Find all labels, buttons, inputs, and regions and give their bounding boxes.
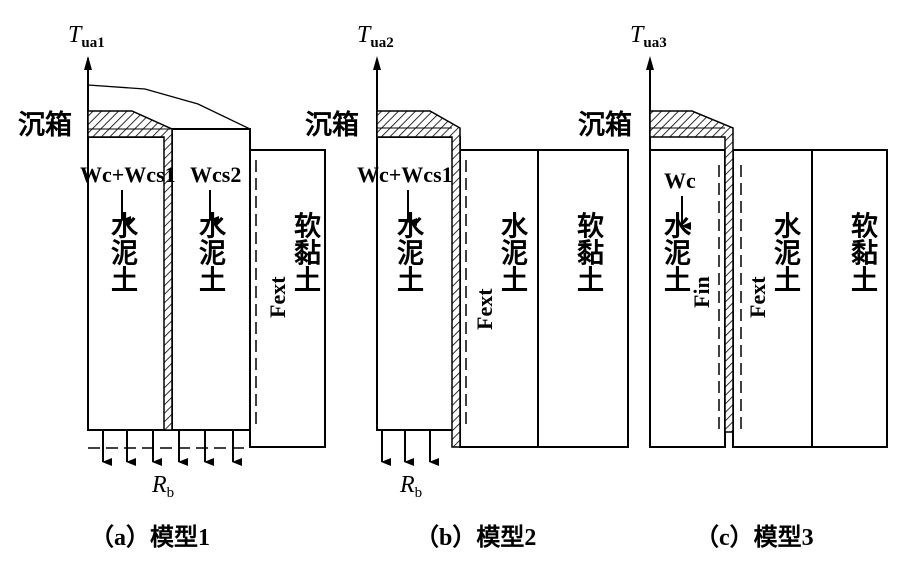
rb-label: Rb	[399, 472, 422, 501]
base-reaction-arrows	[381, 430, 439, 466]
caisson-label: 沉箱	[305, 109, 359, 140]
cement-soil-block-outer	[459, 149, 539, 448]
caisson-wall	[649, 110, 734, 433]
model-1-panel: Tua1 沉箱 Wc+Wcs1 Wcs2 水泥土 水泥土 软黏土 Fext Rb…	[18, 22, 326, 551]
load-label: Wc	[664, 168, 696, 193]
fext-label: Fext	[745, 276, 770, 318]
axis-arrow-icon	[84, 56, 92, 70]
caisson-label: 沉箱	[18, 109, 72, 140]
soft-clay-block	[811, 149, 888, 448]
base-reaction-arrows	[102, 430, 242, 466]
caisson-wall	[87, 110, 173, 431]
cement-soil-label: 水泥土	[393, 211, 424, 292]
axis-arrow-icon	[373, 56, 381, 70]
cement-soil-label: 水泥土	[660, 211, 691, 292]
axis-arrow-icon	[646, 56, 654, 70]
cement-soil-label: 水泥土	[107, 211, 138, 292]
cement-soil-label: 水泥土	[497, 211, 528, 292]
soft-clay-block	[249, 149, 326, 448]
caisson-label: 沉箱	[578, 109, 632, 140]
cement-soil-block-outer	[732, 149, 813, 448]
tua3-label: Tua3	[630, 22, 667, 51]
soft-clay-label: 软黏土	[573, 211, 604, 292]
fext-label: Fext	[265, 276, 290, 318]
model-2-panel: Tua2 沉箱 Wc+Wcs1 水泥土 水泥土 软黏土 Fext Rb （b）模…	[305, 22, 629, 551]
fin-label: Fin	[689, 276, 714, 308]
load-label: Wc+Wcs1	[357, 162, 453, 187]
caption-model-2: （b）模型2	[415, 524, 536, 551]
fext-label: Fext	[472, 288, 497, 330]
cement-soil-label: 水泥土	[770, 211, 801, 292]
cement-soil-label: 水泥土	[195, 211, 226, 292]
soft-clay-label: 软黏土	[290, 211, 321, 292]
soft-clay-block	[537, 149, 629, 448]
soft-clay-label: 软黏土	[847, 211, 878, 292]
tua1-label: Tua1	[68, 22, 105, 51]
caption-model-1: （a）模型1	[90, 524, 210, 551]
tua2-label: Tua2	[357, 22, 394, 51]
rb-label: Rb	[151, 472, 174, 501]
load-label: Wcs2	[190, 162, 241, 187]
caption-model-3: （c）模型3	[695, 524, 814, 551]
cement-soil-block-inner	[649, 149, 726, 448]
caisson-wall	[376, 110, 461, 448]
load-label: Wc+Wcs1	[80, 162, 176, 187]
thrust-curve	[87, 84, 251, 130]
cement-soil-block-inner	[376, 136, 461, 431]
model-3-panel: Tua3 沉箱 Wc 水泥土 水泥土 软黏土 Fin Fext （c）模型3	[578, 22, 888, 551]
